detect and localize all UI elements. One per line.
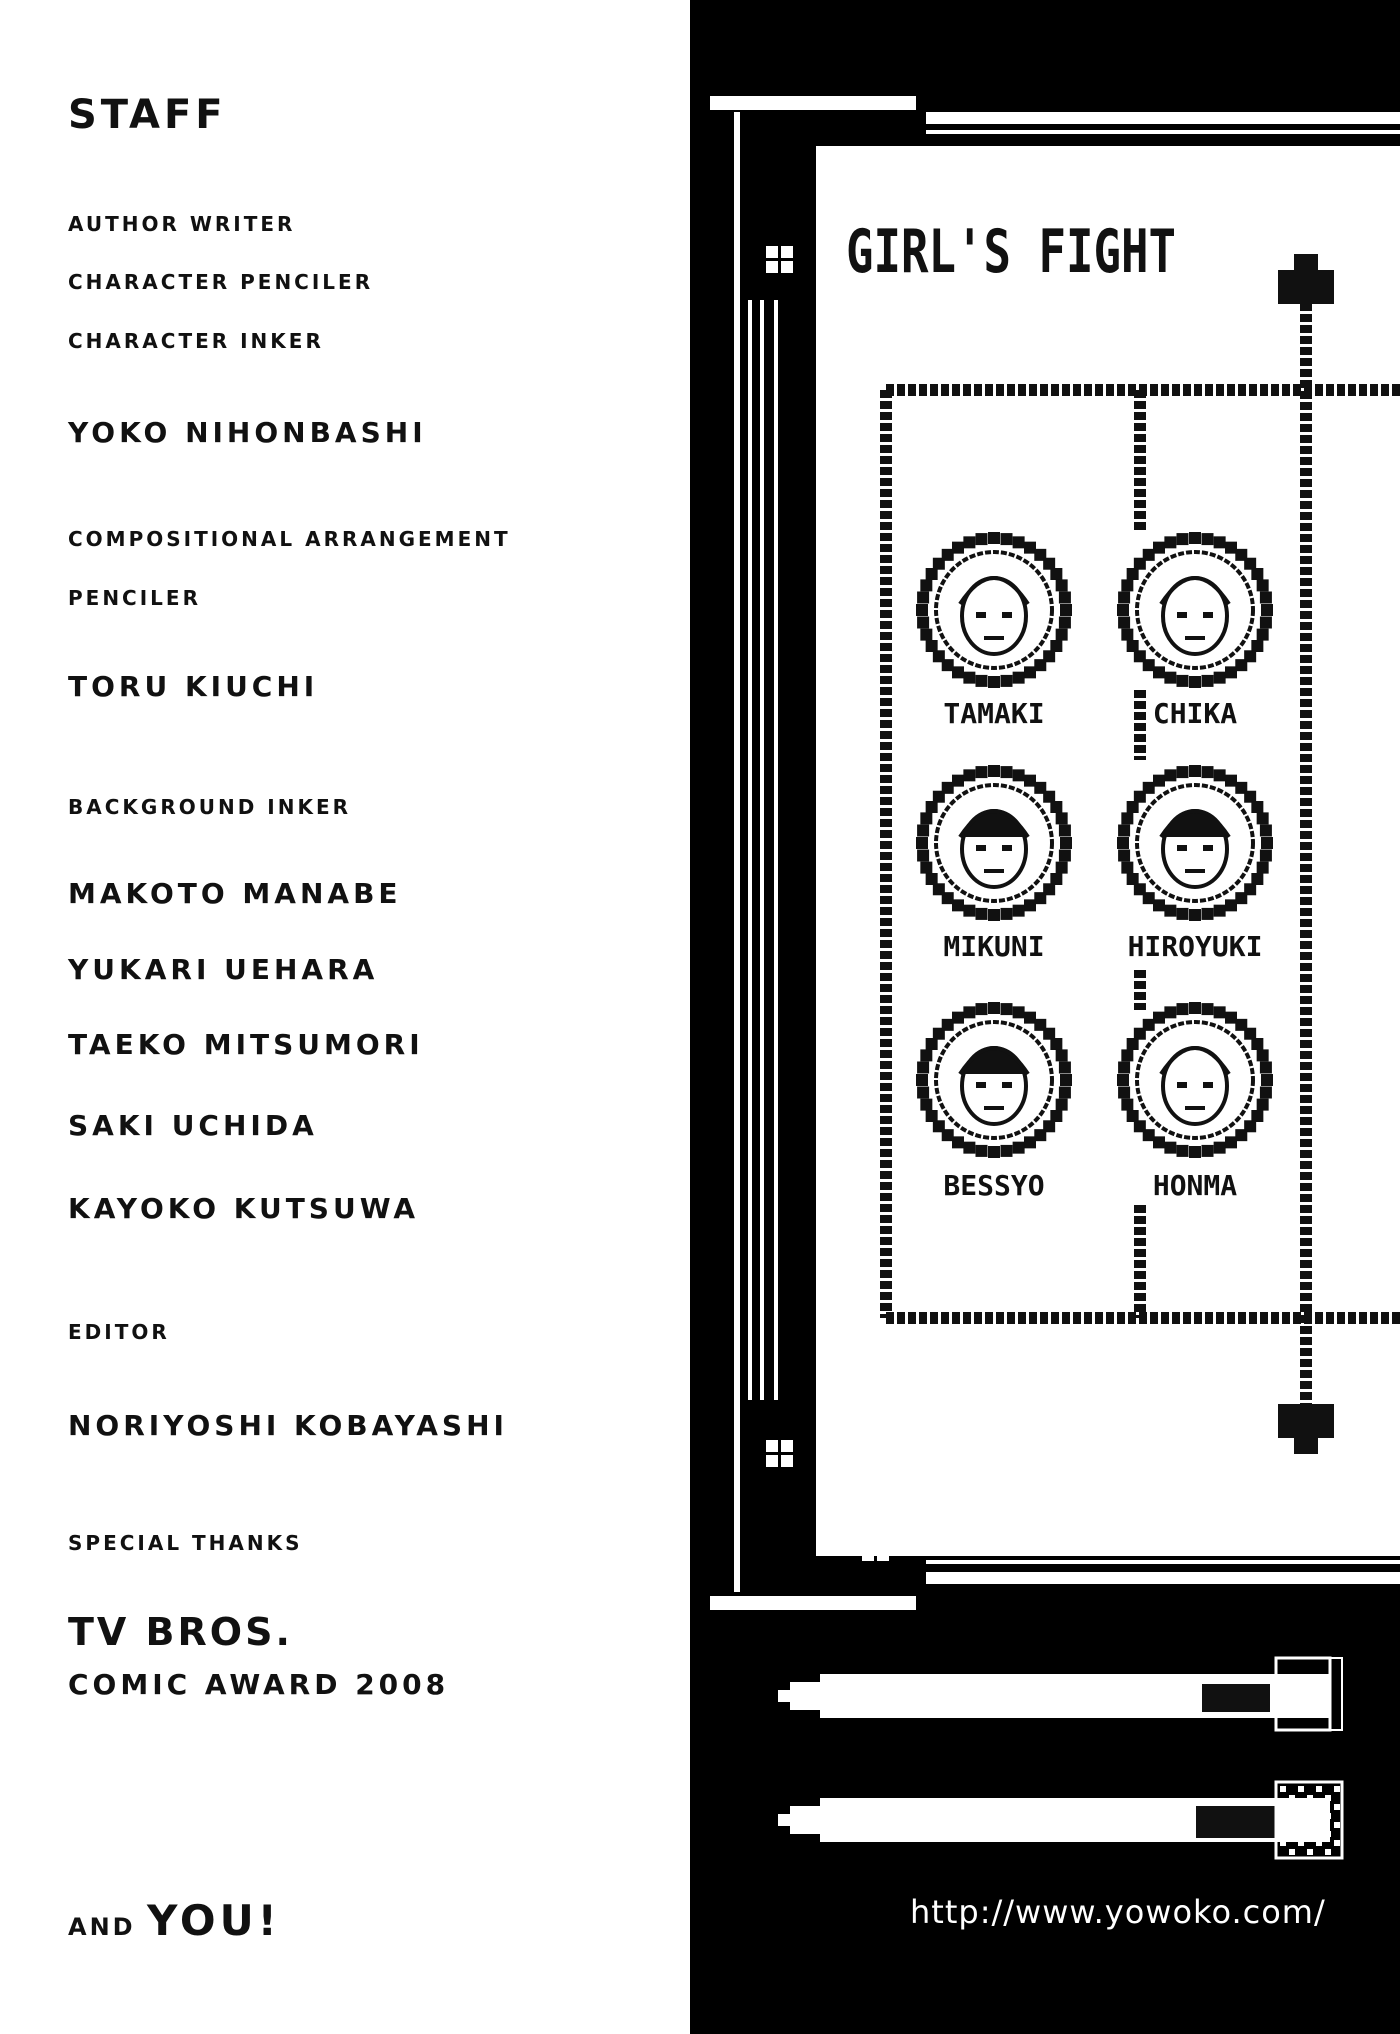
corner-window-icon [766,246,793,273]
role-character-penciler: CHARACTER PENCILER [68,270,374,294]
pixel-art-board: GIRL'S FIGHT TAMAKI CHIKA MIKUNI HIROYUK… [710,96,1400,1860]
pencil-icon [778,1780,1344,1860]
character-portrait-icon [1117,532,1273,688]
name-background-inker: SAKI UCHIDA [68,1109,318,1142]
character-portrait-icon [916,532,1072,688]
closing-you: YOU! [146,1896,281,1945]
staff-heading: STAFF [68,92,227,138]
role-author-writer: AUTHOR WRITER [68,212,296,236]
role-editor: EDITOR [68,1320,170,1344]
role-special-thanks: SPECIAL THANKS [68,1531,303,1555]
thanks-tv-bros: TV BROS. [68,1610,293,1654]
character-portrait-icon [916,765,1072,921]
character-name: HONMA [1153,1169,1237,1202]
name-compositional-arrangement: TORU KIUCHI [68,670,319,703]
closing-prefix: AND [68,1913,136,1941]
character-name: HIROYUKI [1128,930,1263,963]
frame-rail [926,130,1400,134]
frame-rail [926,1560,1400,1564]
frame-rail [760,300,764,1400]
frame-rail [926,150,1400,156]
name-background-inker: TAEKO MITSUMORI [68,1028,424,1061]
name-background-inker: KAYOKO KUTSUWA [68,1192,419,1225]
character-name: MIKUNI [943,930,1044,963]
character-portrait-icon [1117,1002,1273,1158]
credits-column: STAFF AUTHOR WRITER CHARACTER PENCILER C… [0,0,690,2034]
character-name: CHIKA [1153,697,1237,730]
board-title: GIRL'S FIGHT [846,217,1176,287]
frame-rail [748,300,752,1400]
character-portrait-icon [916,1002,1072,1158]
role-background-inker: BACKGROUND INKER [68,795,351,819]
role-character-inker: CHARACTER INKER [68,329,324,353]
pole-cap [1278,254,1334,1454]
pencil-icon [778,1656,1343,1732]
name-background-inker: MAKOTO MANABE [68,877,402,910]
corner-window-icon [862,146,889,173]
character-portrait-icon [1117,765,1273,921]
frame-rail [926,112,1400,124]
role-compositional-arrangement: COMPOSITIONAL ARRANGEMENT [68,527,511,551]
name-background-inker: YUKARI UEHARA [68,953,379,986]
corner-window-icon [862,1534,889,1561]
frame-rail [710,1596,916,1610]
role-penciler: PENCILER [68,586,201,610]
artwork-panel: GIRL'S FIGHT TAMAKI CHIKA MIKUNI HIROYUK… [690,0,1400,2034]
character-name: BESSYO [943,1169,1044,1202]
bracket-lines [880,270,1400,1420]
name-editor: NORIYOSHI KOBAYASHI [68,1409,508,1442]
frame-rail [710,96,916,110]
frame-rail [926,1572,1400,1584]
character-name: TAMAKI [943,697,1044,730]
closing-line: AND YOU! [68,1896,281,1945]
website-url: http://www.yowoko.com/ [910,1893,1326,1931]
frame-rail [926,1538,1400,1544]
corner-window-icon [766,1440,793,1467]
name-author: YOKO NIHONBASHI [68,416,427,449]
thanks-comic-award: COMIC AWARD 2008 [68,1668,450,1701]
frame-rail [734,112,740,1592]
frame-rail [774,300,778,1400]
board-paper [816,146,1400,1556]
